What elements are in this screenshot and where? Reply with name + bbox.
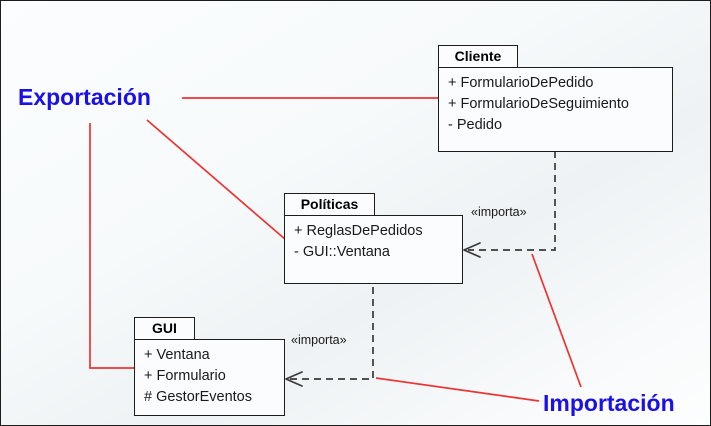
uml-class-attributes-cliente: + FormularioDePedido + FormularioDeSegui… xyxy=(448,73,629,136)
uml-class-politicas[interactable]: Políticas + ReglasDePedidos - GUI::Venta… xyxy=(284,193,463,288)
uml-class-attributes-gui: + Ventana + Formulario # GestorEventos xyxy=(144,345,252,408)
uml-class-title-politicas: Políticas xyxy=(284,193,375,216)
dependency-cliente-politicas xyxy=(463,151,556,258)
uml-class-body-cliente: + FormularioDePedido + FormularioDeSegui… xyxy=(438,67,673,152)
attribute-item: + FormularioDePedido xyxy=(448,75,594,91)
annotation-label-importacion: Importación xyxy=(543,390,675,416)
attribute-item: - Pedido xyxy=(448,117,503,133)
attribute-item: - GUI::Ventana xyxy=(294,244,390,260)
uml-class-title-gui: GUI xyxy=(134,317,195,340)
uml-class-gui[interactable]: GUI + Ventana + Formulario # GestorEvent… xyxy=(134,317,285,416)
annotation-label-exportacion: Exportación xyxy=(18,84,151,110)
stereotype-label-importa-politicas-gui: «importa» xyxy=(291,333,347,347)
attribute-item: + Formulario xyxy=(144,368,226,384)
attribute-item: + ReglasDePedidos xyxy=(294,223,423,239)
attribute-item: + FormularioDeSeguimiento xyxy=(448,96,629,112)
uml-class-title-cliente: Cliente xyxy=(438,45,518,68)
uml-class-body-politicas: + ReglasDePedidos - GUI::Ventana xyxy=(284,215,463,284)
dependency-politicas-gui xyxy=(285,287,374,387)
uml-class-body-gui: + Ventana + Formulario # GestorEventos xyxy=(134,339,285,416)
attribute-item: + Ventana xyxy=(144,347,210,363)
uml-class-cliente[interactable]: Cliente + FormularioDePedido + Formulari… xyxy=(438,45,673,152)
attribute-item: # GestorEventos xyxy=(144,389,252,405)
leader-lines-exportacion xyxy=(89,97,444,369)
leader-lines-importacion xyxy=(375,253,582,402)
uml-class-attributes-politicas: + ReglasDePedidos - GUI::Ventana xyxy=(294,221,423,263)
stereotype-label-importa-cliente-politicas: «importa» xyxy=(471,205,527,219)
